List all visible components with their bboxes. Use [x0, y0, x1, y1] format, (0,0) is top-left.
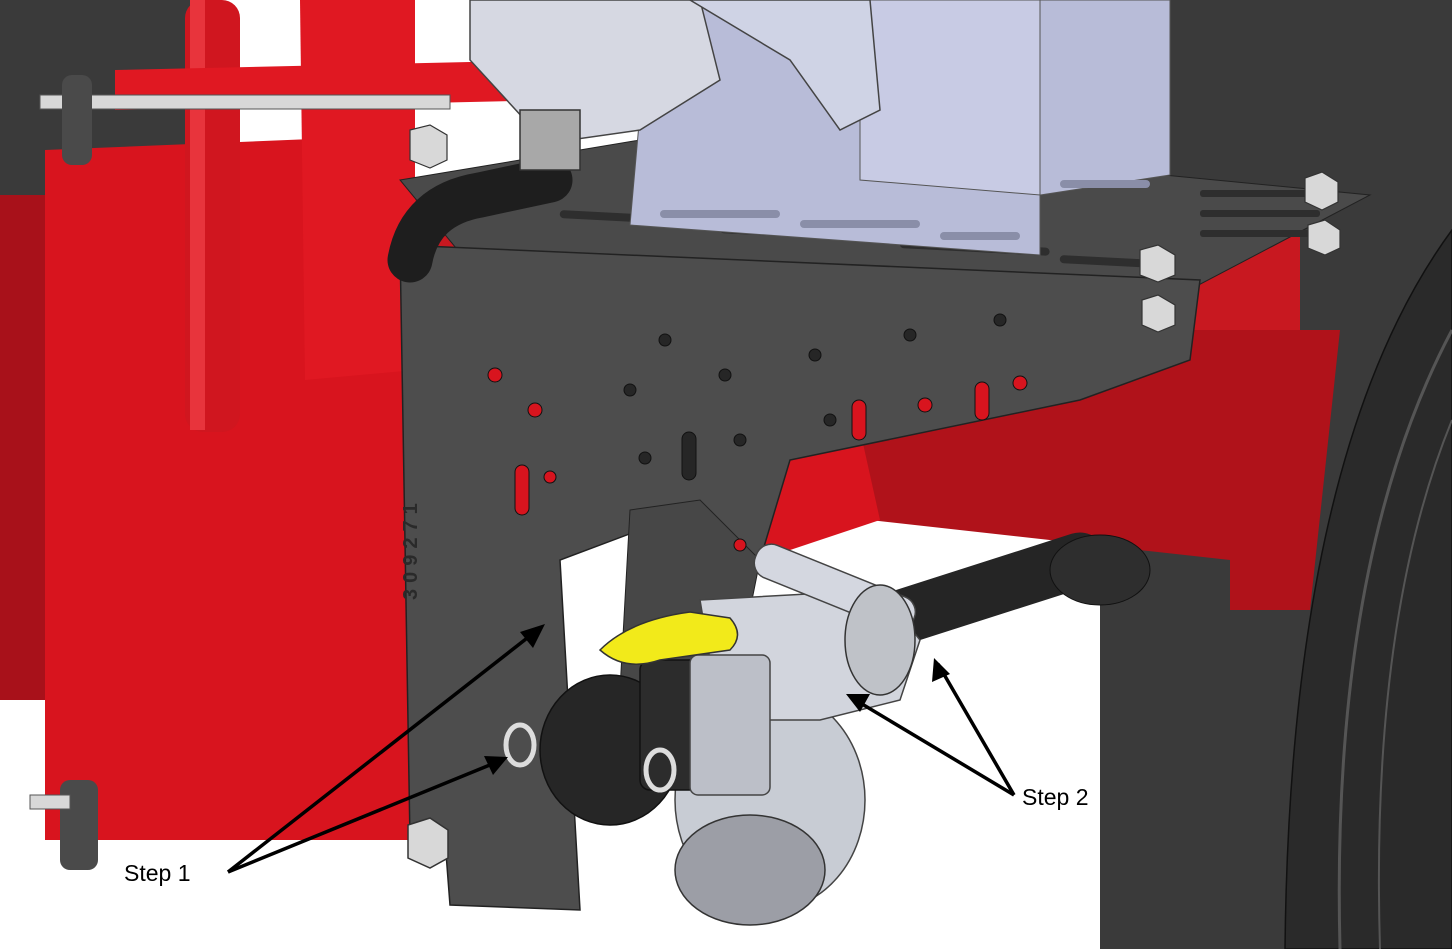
arrow-icon	[484, 756, 508, 775]
red-upright-plate	[300, 0, 415, 380]
bolt-plate-left	[62, 75, 92, 165]
hex-bolt-lower	[407, 817, 449, 869]
bracket-slots	[681, 431, 697, 481]
bracket-red-holes	[487, 367, 1028, 552]
fitting-nut	[519, 109, 581, 171]
hose-clamp-right	[1049, 534, 1151, 606]
tire-tread-line	[1337, 329, 1452, 949]
pull-ring-right	[643, 747, 677, 793]
mount-slots	[660, 180, 1150, 240]
gasket-flange	[689, 654, 771, 796]
step-2-label: Step 2	[1022, 784, 1089, 810]
arrow-icon	[936, 663, 1016, 796]
lavender-mount-side	[859, 0, 1041, 196]
part-number-stamp: 309271	[400, 497, 422, 600]
pipe-highlight	[190, 0, 205, 430]
hex-bolts-top	[409, 124, 1341, 333]
tire-tread-line-2	[1377, 419, 1452, 949]
silver-bracket-arm	[688, 0, 881, 131]
arrow-icon	[227, 758, 503, 874]
valve-handle	[598, 611, 739, 665]
pull-ring-left	[503, 722, 537, 768]
silver-swivel-bracket	[469, 0, 721, 141]
tire	[1284, 228, 1452, 949]
upper-hose	[387, 157, 573, 283]
arrow-icon	[851, 696, 1015, 797]
arrow-icon	[846, 694, 870, 712]
arrow-icon	[932, 658, 950, 682]
long-bolt	[39, 94, 451, 110]
step1-arrowheads	[484, 624, 545, 775]
lower-bolt	[29, 794, 71, 810]
arrow-icon	[226, 626, 542, 874]
step2-arrowheads	[846, 658, 950, 712]
hose-clamp	[844, 584, 916, 696]
bracket-holes	[623, 313, 1007, 465]
step2-arrows	[851, 663, 1016, 797]
arrow-icon	[520, 624, 545, 648]
step-1-label: Step 1	[124, 860, 191, 886]
step1-arrows	[226, 626, 542, 874]
red-block-edge	[0, 195, 45, 700]
bolt-plate-lower	[60, 780, 98, 870]
fitting-bowl-base	[674, 814, 826, 926]
